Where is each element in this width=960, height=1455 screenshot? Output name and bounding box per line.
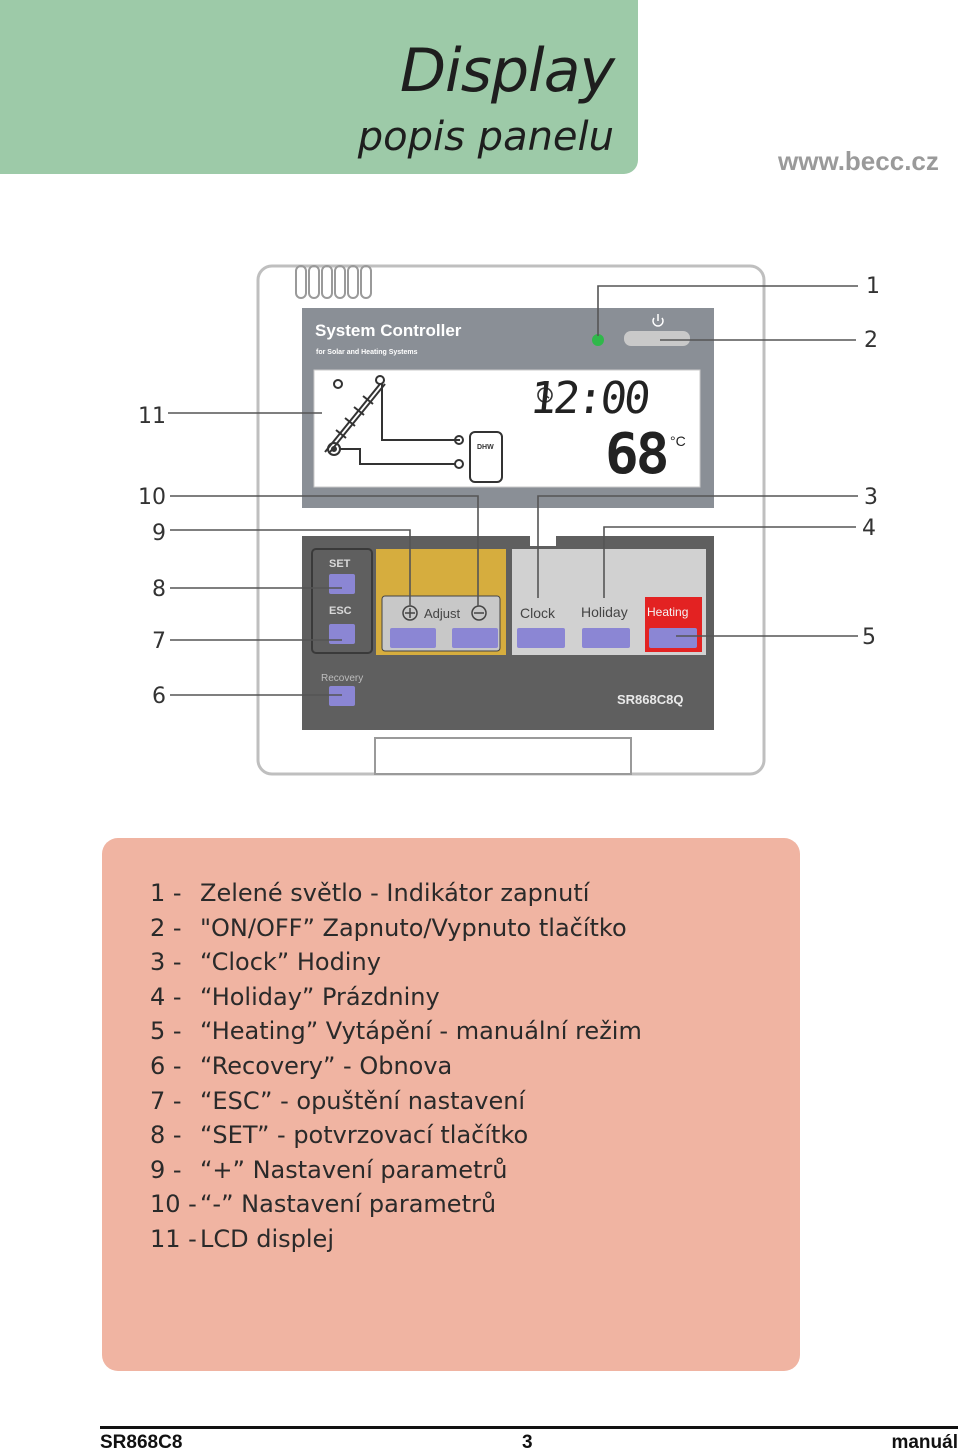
callout-5: 5	[862, 625, 876, 650]
legend-text: “SET” - potvrzovací tlačítko	[200, 1121, 529, 1150]
footer-model: SR868C8	[100, 1432, 183, 1453]
legend-text: "ON/OFF” Zapnuto/Vypnuto tlačítko	[200, 913, 627, 942]
legend-number: 1 -	[150, 879, 182, 907]
clock-label: Clock	[520, 605, 556, 621]
recovery-label: Recovery	[321, 673, 363, 684]
power-led	[592, 334, 604, 346]
housing-bottom-tab	[374, 737, 632, 775]
callout-line-3	[537, 495, 858, 598]
legend-box: 1 - Zelené světlo - Indikátor zapnutí 2 -…	[102, 838, 800, 1371]
legend-item: 7 - “ESC” - opuštění nastavení	[150, 1084, 642, 1119]
legend-text: “Clock” Hodiny	[200, 948, 381, 977]
legend-item: 2 - "ON/OFF” Zapnuto/Vypnuto tlačítko	[150, 911, 642, 946]
legend-text: “-” Nastavení parametrů	[200, 1190, 497, 1219]
legend-item: 11 -LCD displej	[150, 1222, 642, 1257]
callout-1: 1	[866, 274, 880, 299]
legend-item: 1 - Zelené světlo - Indikátor zapnutí	[150, 876, 642, 911]
callout-10: 10	[138, 485, 166, 510]
legend-text: “Heating” Vytápění - manuální režim	[200, 1017, 642, 1046]
esc-label: ESC	[329, 605, 352, 617]
footer-divider	[100, 1426, 958, 1429]
plus-button[interactable]	[390, 628, 436, 648]
legend-item: 4 - “Holiday” Prázdniny	[150, 980, 642, 1015]
heating-button[interactable]	[649, 628, 697, 648]
callout-3: 3	[864, 485, 878, 510]
legend-number: 5 -	[150, 1017, 182, 1046]
legend-list: 1 - Zelené světlo - Indikátor zapnutí 2 -…	[150, 876, 642, 1257]
heating-label: Heating	[647, 605, 688, 619]
model-label: SR868C8Q	[617, 692, 683, 707]
callout-lines	[168, 285, 858, 696]
legend-number: 3 -	[150, 948, 182, 977]
legend-item: 6 - “Recovery” - Obnova	[150, 1049, 642, 1084]
legend-text: “+” Nastavení parametrů	[200, 1155, 508, 1184]
callout-4: 4	[862, 516, 876, 541]
power-button[interactable]	[624, 331, 690, 346]
legend-text: “Recovery” - Obnova	[200, 1051, 453, 1080]
legend-number: 2 -	[150, 913, 182, 942]
lcd-temperature: 68	[605, 422, 667, 487]
page-number: 3	[522, 1432, 533, 1453]
minus-button[interactable]	[452, 628, 498, 648]
callout-7: 7	[152, 629, 166, 654]
website-url[interactable]: www.becc.cz	[778, 146, 939, 176]
callout-6: 6	[152, 684, 166, 709]
plus-icon	[402, 605, 418, 621]
power-icon	[652, 314, 664, 327]
legend-number: 9 -	[150, 1155, 182, 1184]
legend-number: 8 -	[150, 1121, 182, 1150]
controller-illustration: System Controller for Solar and Heating …	[138, 264, 880, 776]
legend-text: “ESC” - opuštění nastavení	[200, 1086, 526, 1115]
adjust-label: Adjust	[424, 606, 461, 621]
legend-item: 5 - “Heating” Vytápění - manuální režim	[150, 1014, 642, 1049]
legend-number: 6 -	[150, 1051, 182, 1080]
lcd-tank-label: DHW	[477, 444, 494, 451]
page-subtitle: popis panelu	[357, 114, 614, 160]
callout-line-4	[603, 526, 856, 598]
holiday-button[interactable]	[582, 628, 630, 648]
clock-button[interactable]	[517, 628, 565, 648]
legend-text: Zelené světlo - Indikátor zapnutí	[200, 879, 590, 907]
legend-text: “Holiday” Prázdniny	[200, 982, 440, 1011]
lcd-temperature-unit: °C	[670, 433, 686, 449]
set-button[interactable]	[329, 574, 355, 594]
clock-icon	[537, 387, 553, 403]
solar-system-diagram	[324, 375, 503, 483]
footer-manual: manuál	[891, 1432, 958, 1453]
set-label: SET	[329, 558, 351, 570]
page-title: Display	[399, 36, 615, 106]
minus-icon	[471, 605, 487, 621]
brand-subtitle: for Solar and Heating Systems	[316, 349, 418, 356]
esc-button[interactable]	[329, 624, 355, 644]
legend-number: 7 -	[150, 1086, 182, 1115]
callout-2: 2	[864, 328, 878, 353]
callout-line-9	[170, 529, 411, 606]
brand-title: System Controller	[315, 321, 462, 340]
header-banner: Display popis panelu	[0, 0, 638, 174]
legend-number: 11 -	[150, 1224, 197, 1253]
legend-item: 3 - “Clock” Hodiny	[150, 945, 642, 980]
legend-item: 9 - “+” Nastavení parametrů	[150, 1153, 642, 1188]
legend-text: LCD displej	[200, 1224, 334, 1253]
legend-item: 10 -“-” Nastavení parametrů	[150, 1187, 642, 1222]
holiday-label: Holiday	[581, 604, 628, 620]
callout-line-1	[597, 285, 858, 336]
callout-line-10	[170, 495, 479, 606]
recovery-button[interactable]	[329, 686, 355, 706]
lcd-time: 12:00	[527, 373, 650, 424]
legend-number: 4 -	[150, 982, 182, 1011]
legend-item: 8 - “SET” - potvrzovací tlačítko	[150, 1118, 642, 1153]
legend-number: 10 -	[150, 1190, 197, 1219]
callout-9: 9	[152, 521, 166, 546]
housing-vents	[295, 265, 372, 299]
set-esc-group	[311, 548, 373, 654]
callout-8: 8	[152, 577, 166, 602]
lcd-display	[313, 369, 701, 488]
callout-11: 11	[138, 404, 166, 429]
